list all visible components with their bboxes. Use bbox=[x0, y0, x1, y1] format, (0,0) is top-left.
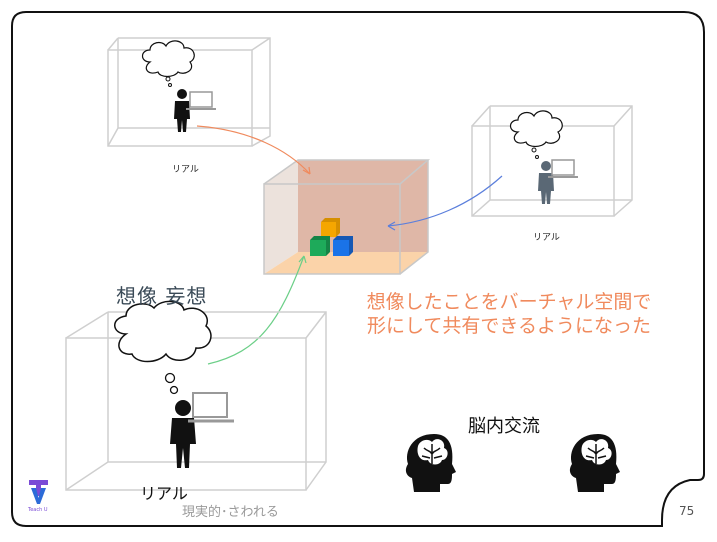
virtual-space-caption: 想像したことをバーチャル空間で 形にして共有できるようになった bbox=[348, 290, 670, 338]
bottom-box-label: リアル bbox=[140, 484, 188, 503]
teachu-logo bbox=[29, 480, 48, 504]
caption-line-2: 形にして共有できるようになった bbox=[366, 315, 652, 337]
right-wire-box bbox=[471, 105, 633, 217]
thought-cloud-icon bbox=[509, 110, 563, 148]
head-brain-icon bbox=[569, 433, 621, 493]
laptop-icon bbox=[188, 392, 234, 423]
laptop-icon bbox=[547, 159, 579, 178]
bottom-wire-box bbox=[65, 311, 327, 491]
person-icon bbox=[174, 89, 190, 132]
right-box-label: リアル bbox=[533, 233, 560, 243]
big-thought-cloud-icon bbox=[114, 300, 212, 395]
virtual-space-box bbox=[263, 159, 431, 275]
laptop-icon bbox=[185, 91, 217, 110]
slide-frame bbox=[11, 11, 705, 527]
person-icon bbox=[170, 400, 196, 468]
cube-stack bbox=[310, 218, 353, 256]
green-arrow bbox=[207, 255, 305, 365]
thought-cloud-icon bbox=[141, 40, 195, 78]
blue-arrow bbox=[387, 175, 503, 227]
page-number: 75 bbox=[679, 504, 695, 518]
reality-caption: 現実的･さわれる bbox=[182, 505, 279, 520]
orange-arrow bbox=[196, 125, 311, 175]
logo-text: Teach U bbox=[28, 507, 48, 513]
head-brain-icon bbox=[405, 433, 457, 493]
top-left-wire-box bbox=[107, 37, 271, 147]
brain-exchange-title: 脳内交流 bbox=[468, 416, 540, 437]
imagination-heading: 想像 妄想 bbox=[116, 284, 208, 308]
caption-line-1: 想像したことをバーチャル空間で bbox=[366, 291, 652, 313]
top-left-box-label: リアル bbox=[172, 165, 199, 175]
